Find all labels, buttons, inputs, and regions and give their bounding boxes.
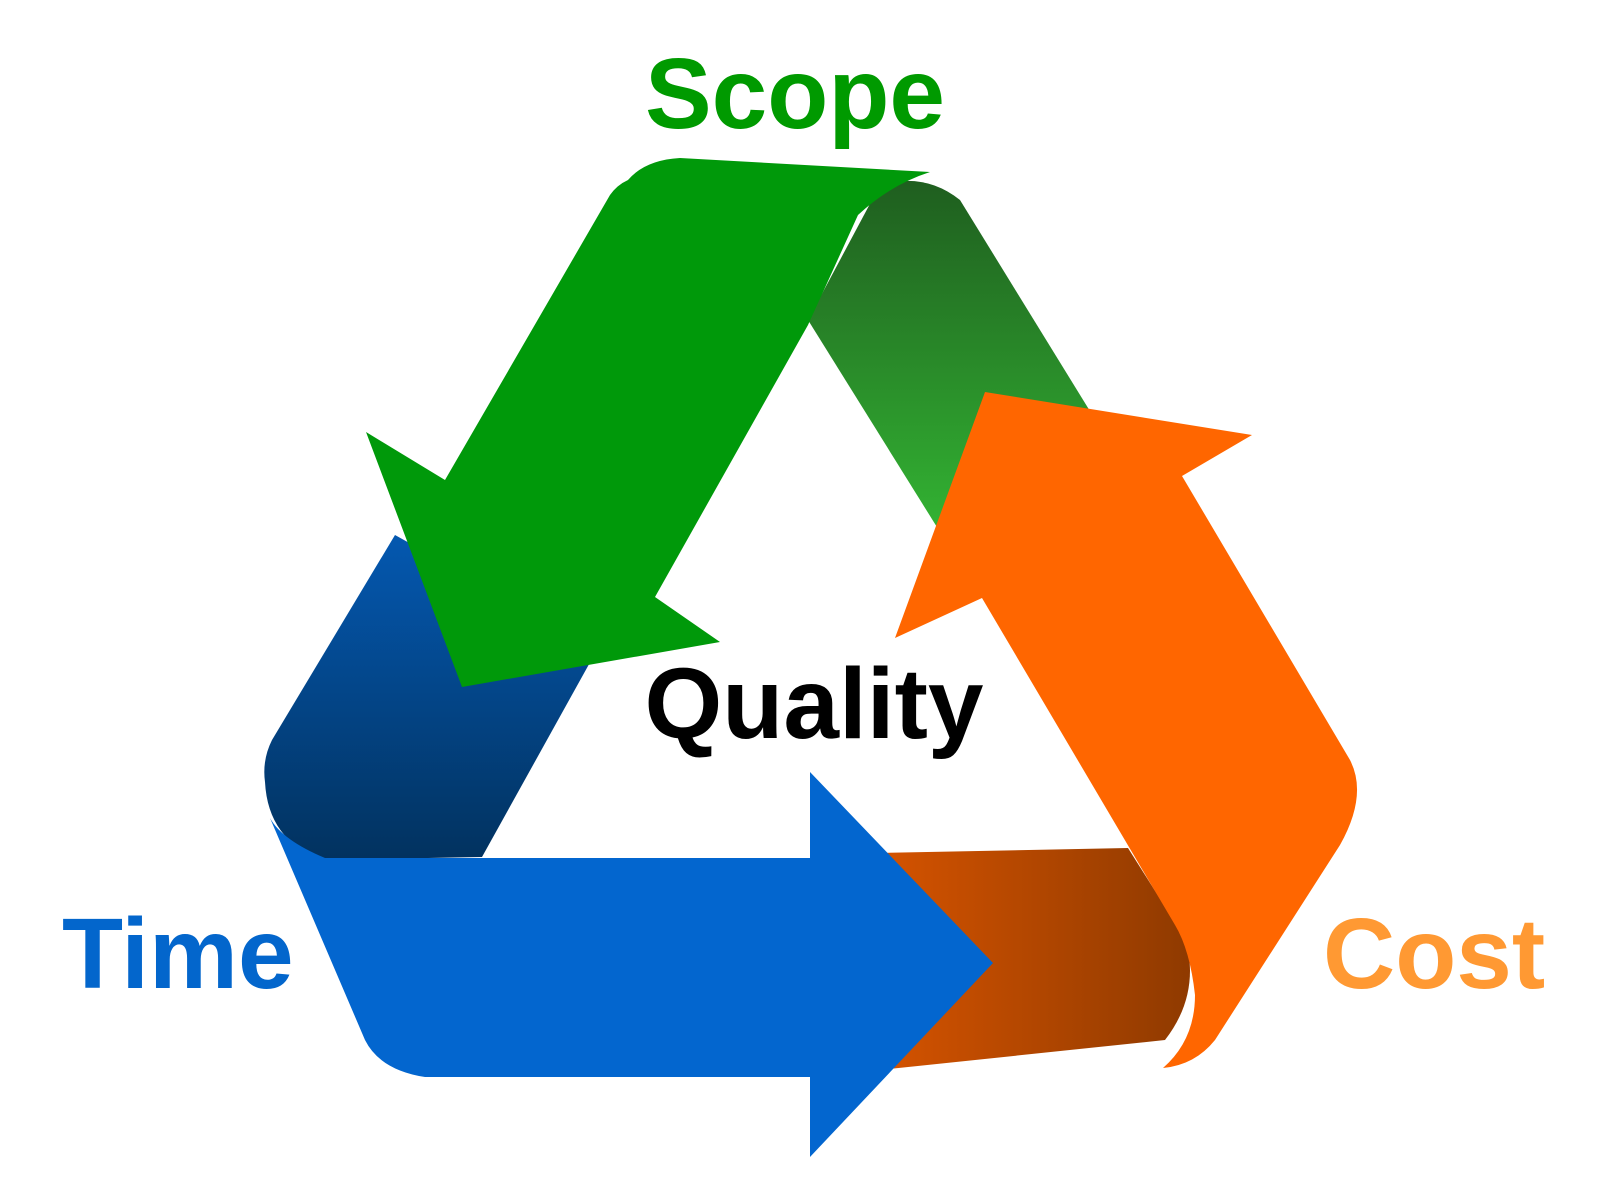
time-arrow (270, 772, 993, 1157)
quality-label: Quality (645, 648, 984, 760)
cost-arrow (895, 392, 1358, 1068)
cost-arrow-fold (878, 848, 1190, 1070)
scope-arrow (366, 158, 930, 687)
time-label: Time (62, 898, 294, 1010)
cost-label: Cost (1323, 898, 1545, 1010)
scope-label: Scope (645, 38, 945, 150)
